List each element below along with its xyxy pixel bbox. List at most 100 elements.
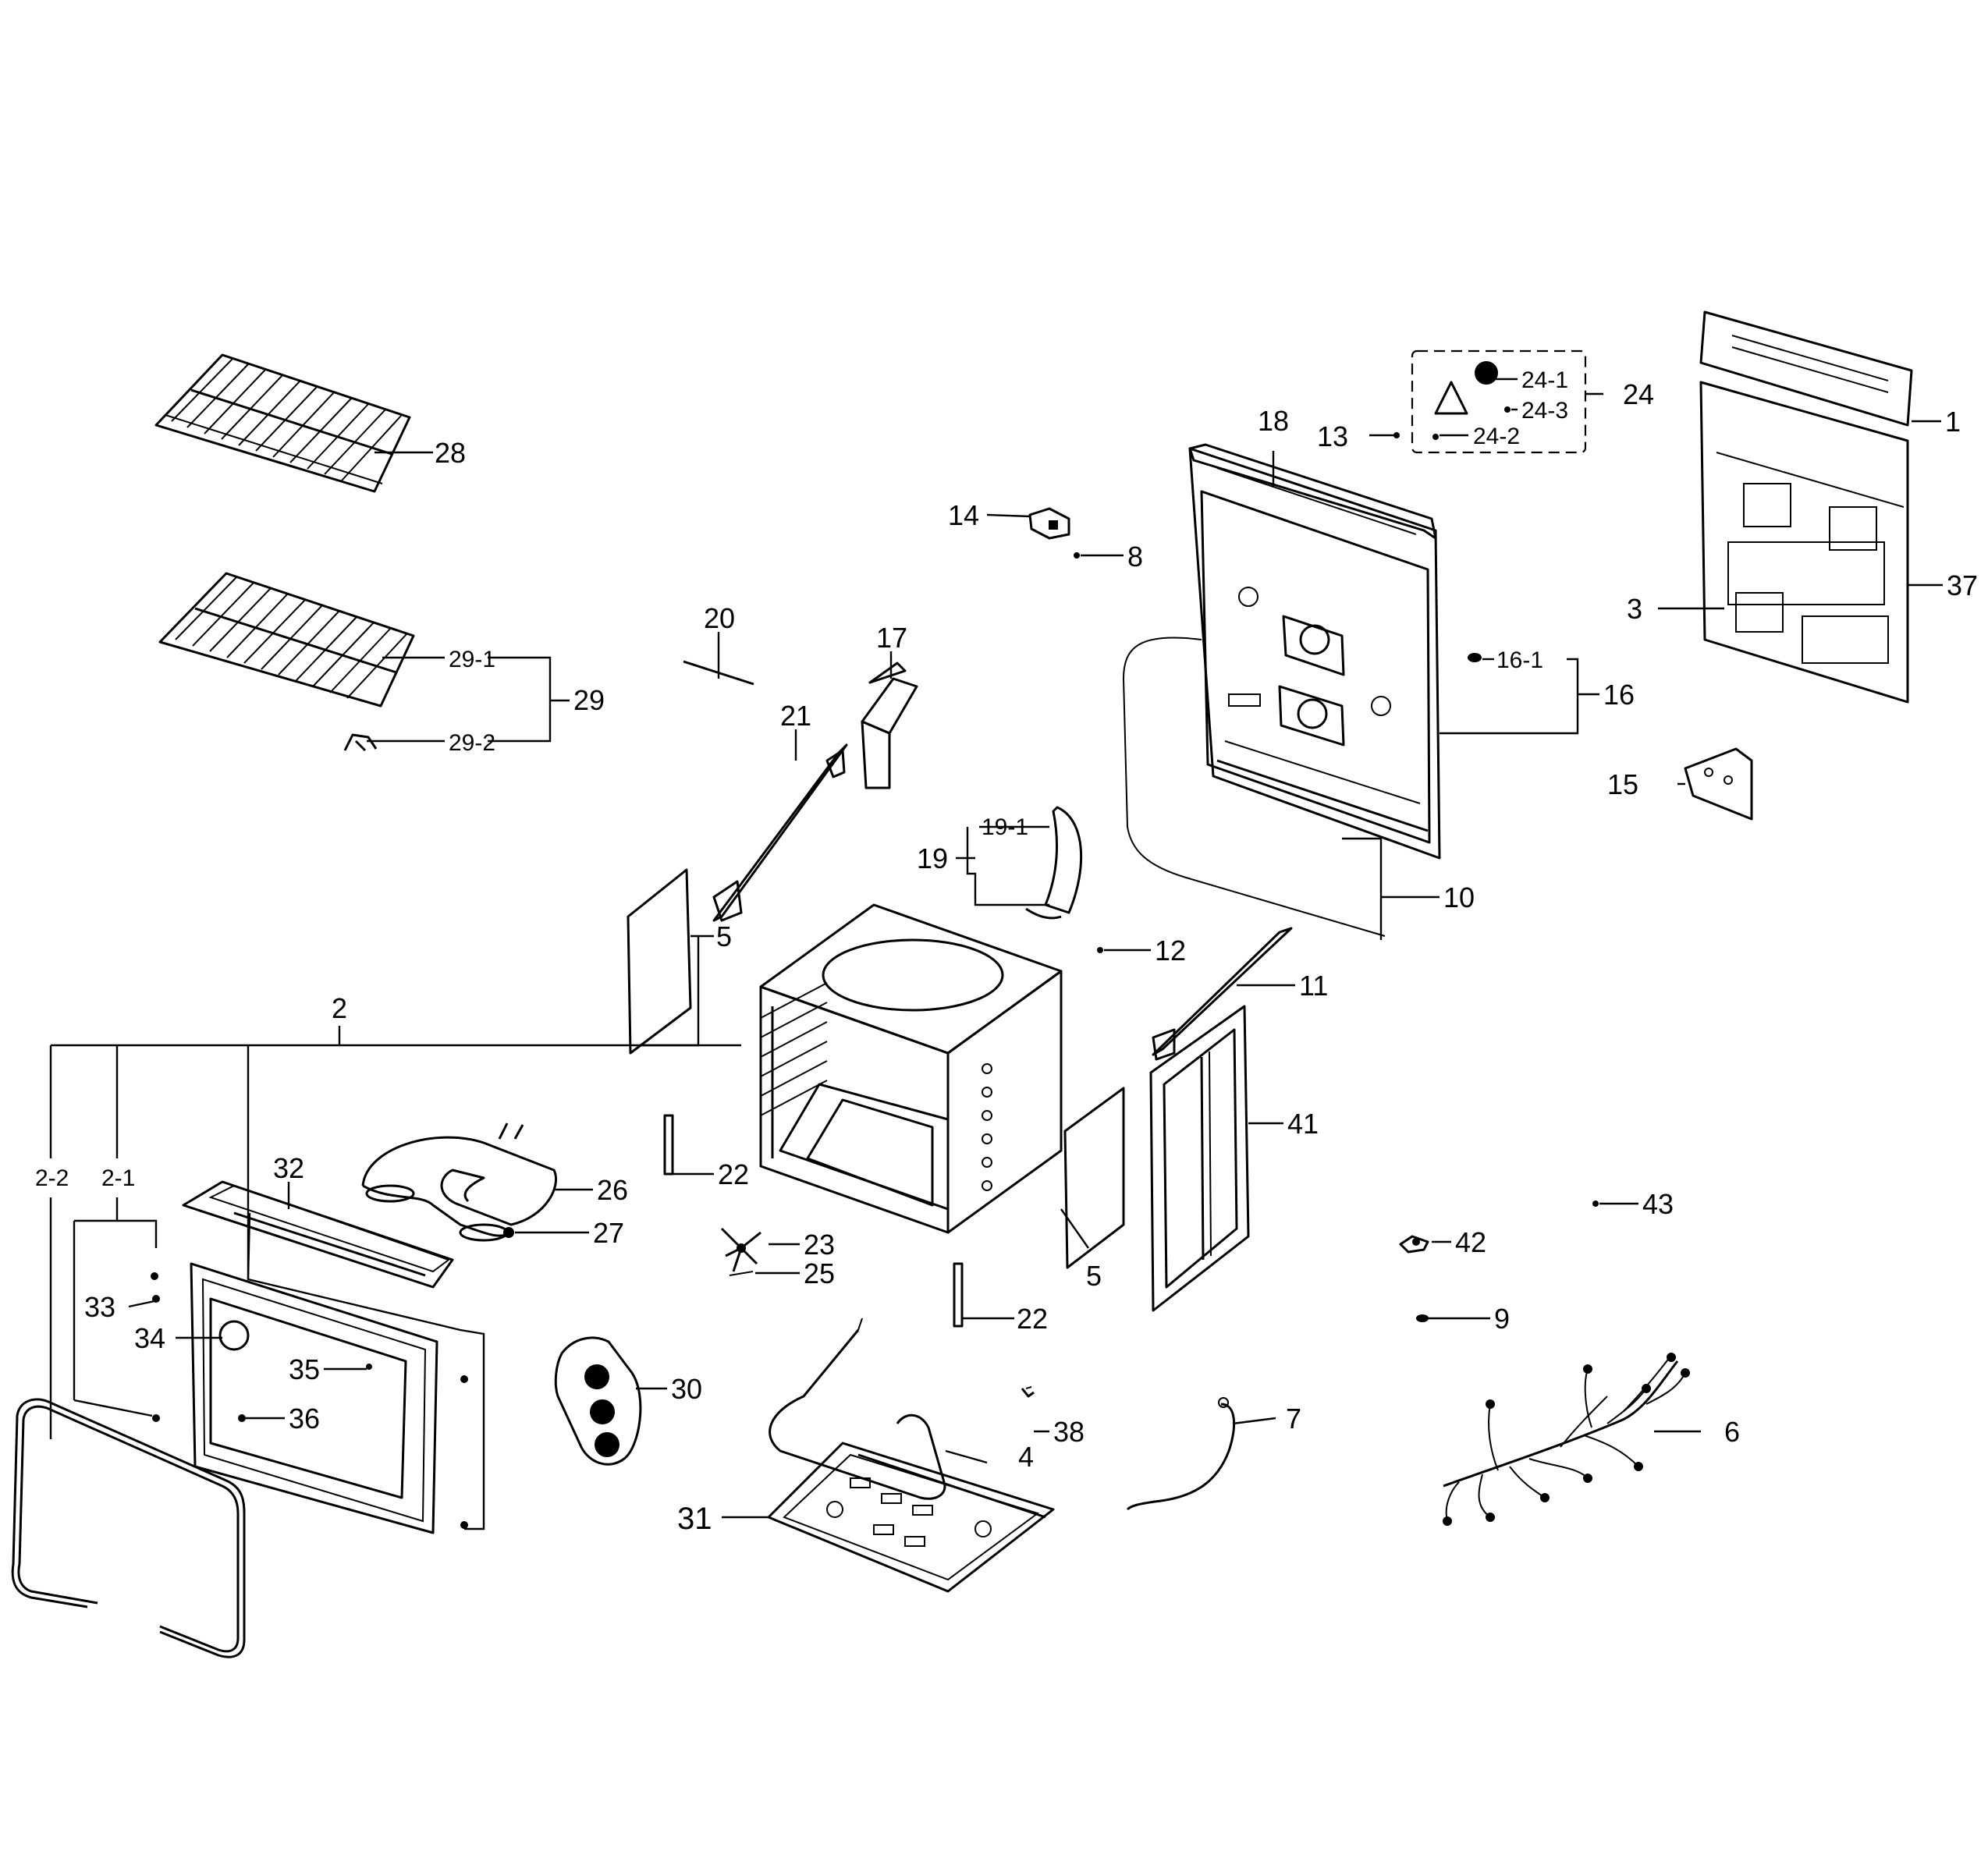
callout-labels: 28 29-1 29-2 29 20 21 17 14 8 18 13 24-1… bbox=[35, 367, 1978, 1536]
callout-43: 43 bbox=[1642, 1188, 1674, 1220]
knob-34 bbox=[218, 1320, 250, 1351]
rack-stop-29-2 bbox=[343, 733, 378, 752]
bracket-22-upper bbox=[663, 1114, 674, 1176]
callout-16-1: 16-1 bbox=[1496, 647, 1543, 673]
outer-door-2-1 bbox=[190, 1262, 438, 1534]
fan-blade-23 bbox=[720, 1227, 761, 1272]
screw-door-c bbox=[460, 1521, 468, 1529]
callout-24-3: 24-3 bbox=[1521, 398, 1568, 424]
callout-29-2: 29-2 bbox=[449, 730, 495, 756]
callout-23: 23 bbox=[804, 1229, 835, 1261]
callout-24: 24 bbox=[1623, 378, 1654, 410]
callout-31: 31 bbox=[677, 1502, 712, 1536]
callout-2-2: 2-2 bbox=[35, 1165, 69, 1191]
callout-41: 41 bbox=[1287, 1108, 1319, 1140]
callout-13: 13 bbox=[1317, 420, 1348, 452]
callout-37: 37 bbox=[1947, 569, 1978, 601]
door-gasket-2-2 bbox=[11, 1398, 246, 1658]
side-insulation-5-right bbox=[1063, 1087, 1125, 1269]
screw-33-b bbox=[152, 1295, 160, 1303]
bracket-22-lower bbox=[953, 1262, 964, 1328]
screw-9 bbox=[1416, 1314, 1429, 1322]
oven-rack-28 bbox=[154, 353, 411, 493]
callout-27: 27 bbox=[593, 1217, 624, 1249]
callout-7: 7 bbox=[1286, 1403, 1301, 1435]
callout-30: 30 bbox=[671, 1373, 702, 1405]
callout-8: 8 bbox=[1127, 541, 1143, 573]
callout-34: 34 bbox=[134, 1322, 165, 1354]
switch-14 bbox=[1028, 507, 1070, 540]
callout-38: 38 bbox=[1053, 1416, 1085, 1448]
convection-cover-30 bbox=[554, 1336, 642, 1466]
callout-1: 1 bbox=[1945, 406, 1961, 438]
duct-17 bbox=[861, 661, 918, 789]
callout-15: 15 bbox=[1607, 768, 1638, 800]
callout-17: 17 bbox=[876, 622, 907, 654]
screw-door-b bbox=[460, 1375, 468, 1383]
callout-4: 4 bbox=[1018, 1441, 1034, 1473]
thermal-fuse-assembly-24 bbox=[1411, 349, 1587, 454]
callout-5-left: 5 bbox=[716, 920, 732, 952]
callout-19-1: 19-1 bbox=[982, 814, 1028, 840]
grommet-16-1 bbox=[1468, 653, 1482, 662]
callout-24-1: 24-1 bbox=[1521, 367, 1568, 393]
callout-16: 16 bbox=[1603, 679, 1635, 711]
oven-cavity-2 bbox=[759, 903, 1063, 1234]
back-cover-1 bbox=[1699, 310, 1913, 427]
screw-8 bbox=[1074, 552, 1080, 559]
bake-element-4 bbox=[769, 1318, 946, 1500]
callout-22-upper: 22 bbox=[718, 1158, 749, 1190]
gasket-10 bbox=[1122, 637, 1386, 937]
screw-12 bbox=[1097, 947, 1103, 953]
callout-12: 12 bbox=[1155, 935, 1186, 966]
leader-lines bbox=[49, 378, 1943, 1530]
callout-3: 3 bbox=[1627, 593, 1642, 625]
rail-21 bbox=[712, 743, 848, 922]
broil-element-26 bbox=[361, 1123, 558, 1242]
callout-28: 28 bbox=[435, 437, 466, 469]
callout-18: 18 bbox=[1258, 405, 1289, 437]
callout-24-2: 24-2 bbox=[1473, 424, 1520, 449]
screw-36 bbox=[238, 1414, 246, 1422]
callout-9: 9 bbox=[1494, 1303, 1510, 1335]
screw-35 bbox=[366, 1364, 372, 1370]
rear-panel-10 bbox=[1188, 447, 1441, 860]
callout-2-1: 2-1 bbox=[101, 1165, 135, 1191]
element-bracket-38 bbox=[1021, 1386, 1035, 1398]
callout-29-1: 29-1 bbox=[449, 647, 495, 672]
bottom-panel-31 bbox=[767, 1442, 1055, 1593]
callout-19: 19 bbox=[917, 842, 948, 874]
oven-rack-29-1 bbox=[158, 572, 415, 708]
callout-20: 20 bbox=[704, 602, 735, 634]
callout-35: 35 bbox=[289, 1353, 320, 1385]
callout-21: 21 bbox=[780, 700, 811, 732]
vent-trim-32 bbox=[182, 1180, 454, 1289]
screw-43 bbox=[1592, 1201, 1599, 1207]
callout-25: 25 bbox=[804, 1257, 835, 1289]
bracket-15 bbox=[1684, 747, 1753, 821]
callout-33: 33 bbox=[84, 1291, 115, 1323]
side-insulation-5-left bbox=[627, 868, 692, 1055]
screw-13 bbox=[1393, 432, 1400, 438]
screw-33-a bbox=[151, 1272, 158, 1280]
callout-22-lower: 22 bbox=[1017, 1303, 1048, 1335]
callout-14: 14 bbox=[948, 499, 979, 531]
rear-cover-37 bbox=[1699, 381, 1909, 704]
callout-36: 36 bbox=[289, 1403, 320, 1435]
callout-10: 10 bbox=[1443, 881, 1475, 913]
callout-42: 42 bbox=[1455, 1226, 1486, 1258]
insulation-19-1 bbox=[1025, 806, 1083, 920]
screw-door-a bbox=[152, 1414, 160, 1422]
temperature-sensor-7 bbox=[1126, 1397, 1236, 1511]
door-glass-frame-41 bbox=[1149, 1005, 1250, 1312]
callout-26: 26 bbox=[597, 1174, 628, 1206]
clip-42 bbox=[1399, 1235, 1429, 1254]
callout-29: 29 bbox=[573, 684, 605, 716]
callout-5-right: 5 bbox=[1086, 1260, 1102, 1292]
wire-harness-6 bbox=[1443, 1353, 1690, 1526]
callout-32: 32 bbox=[273, 1152, 304, 1184]
callout-11: 11 bbox=[1299, 970, 1328, 1002]
rail-11 bbox=[1152, 927, 1293, 1061]
callout-6: 6 bbox=[1724, 1416, 1740, 1448]
